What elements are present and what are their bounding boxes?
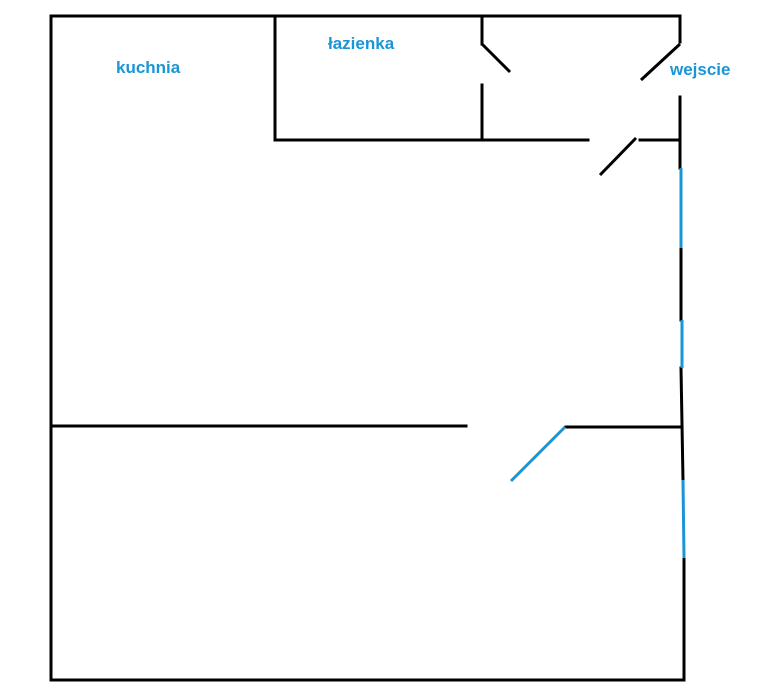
windows	[679, 168, 686, 559]
bathroom-door	[480, 42, 512, 74]
kitchen-label: kuchnia	[116, 58, 181, 77]
doors	[480, 42, 682, 483]
window-3	[681, 479, 686, 559]
walls	[49, 14, 686, 682]
entrance-door	[639, 42, 682, 82]
bathroom-label: łazienka	[328, 34, 395, 53]
room-door	[509, 425, 567, 483]
entrance-label: wejscie	[670, 60, 731, 79]
outer-wall-right-segment-3	[679, 366, 685, 482]
hall-door	[598, 136, 638, 177]
